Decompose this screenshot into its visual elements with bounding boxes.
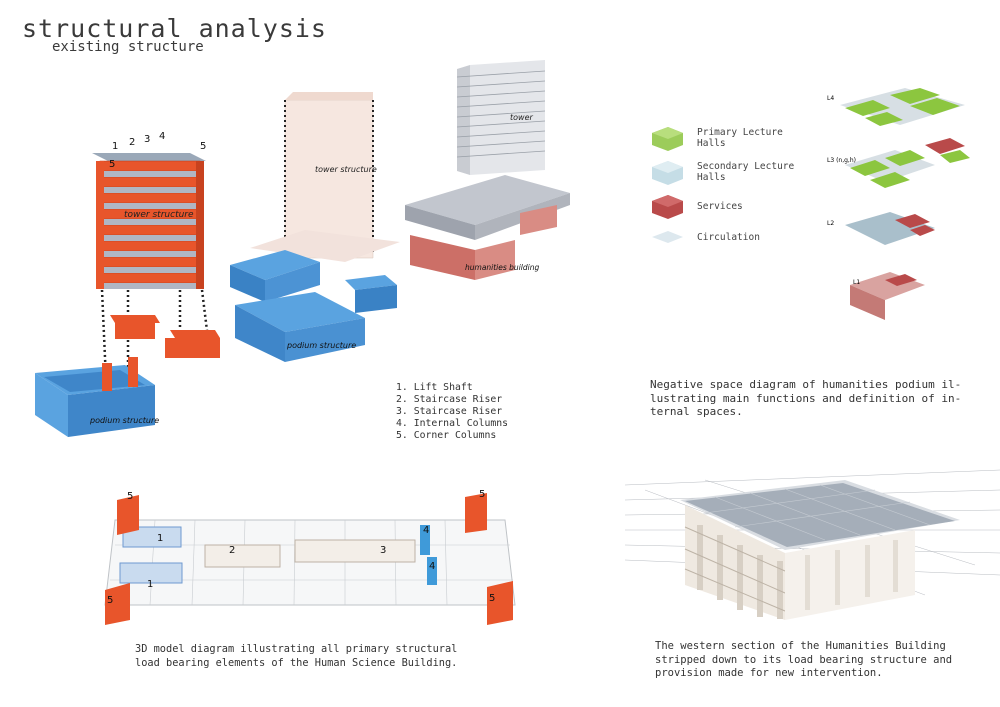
level-3 <box>845 138 970 188</box>
page-subtitle: existing structure <box>52 39 204 55</box>
exploded-tower-diagram: tower structure 1 2 3 4 5 5 podium struc… <box>35 131 220 437</box>
western-section-caption: The western section of the Humanities Bu… <box>655 640 953 679</box>
tower-render-label: tower <box>510 113 533 122</box>
humanities-building-label: humanities building <box>465 263 539 272</box>
structural-element-list: 1. Lift Shaft 2. Staircase Riser 3. Stai… <box>396 382 508 442</box>
mass-diagram: tower structure podium structure <box>230 92 400 362</box>
lift-shafts <box>119 526 183 584</box>
element-numbers: 1 2 3 4 5 5 <box>109 131 206 170</box>
legend-item-circulation: Circulation <box>650 227 794 247</box>
level-diagrams: L4 L3 (n,g,h) L2 L1 <box>827 88 970 320</box>
level-2 <box>845 212 935 245</box>
list-item: 2. Staircase Riser <box>396 394 503 405</box>
svg-text:5: 5 <box>479 489 485 500</box>
svg-text:L3 (n,g,h): L3 (n,g,h) <box>827 157 856 164</box>
svg-text:4: 4 <box>159 131 165 142</box>
svg-text:5: 5 <box>127 491 133 502</box>
svg-text:2: 2 <box>129 137 135 148</box>
model-3d-caption: 3D model diagram illustrating all primar… <box>135 643 458 669</box>
legend-item-primary: Primary Lecture Halls <box>650 125 794 151</box>
staircase-risers <box>204 539 416 568</box>
legend: Primary Lecture Halls Secondary Lecture … <box>650 125 794 247</box>
tower-floors <box>92 153 206 289</box>
level-1 <box>850 272 925 320</box>
plan-3d-diagram: 5 5 5 5 1 1 2 3 4 4 <box>104 489 516 625</box>
level-4 <box>840 88 965 126</box>
negative-space-caption: Negative space diagram of humanities pod… <box>650 378 962 418</box>
svg-text:4: 4 <box>423 525 429 536</box>
list-item: 1. Lift Shaft <box>396 382 473 393</box>
svg-text:5: 5 <box>107 595 113 606</box>
svg-text:L1: L1 <box>853 279 860 286</box>
podium-structure-label: podium structure <box>89 416 159 425</box>
podium-box <box>35 357 155 437</box>
svg-text:5: 5 <box>489 593 495 604</box>
svg-text:4: 4 <box>429 561 435 572</box>
corner-columns <box>105 493 513 625</box>
podium-mass-label: podium structure <box>286 341 356 350</box>
western-section-render <box>625 469 1000 620</box>
core-pieces <box>110 315 220 358</box>
svg-text:5: 5 <box>109 159 115 170</box>
svg-text:5: 5 <box>200 141 206 152</box>
tower-mass-label: tower structure <box>315 165 377 174</box>
legend-item-secondary: Secondary Lecture Halls <box>650 159 794 185</box>
internal-columns <box>420 525 437 585</box>
list-item: 3. Staircase Riser <box>396 406 503 417</box>
svg-text:1: 1 <box>157 533 163 544</box>
building-render: tower humanities building <box>405 60 570 280</box>
page-title: structural analysis <box>22 14 327 43</box>
svg-text:L2: L2 <box>827 220 834 227</box>
svg-text:3: 3 <box>144 134 150 145</box>
svg-text:1: 1 <box>112 141 118 152</box>
svg-text:L4: L4 <box>827 95 834 102</box>
list-item: 4. Internal Columns <box>396 418 509 429</box>
legend-item-services: Services <box>650 193 794 219</box>
svg-text:2: 2 <box>229 545 235 556</box>
tower-structure-label: tower structure <box>124 210 194 220</box>
svg-text:3: 3 <box>380 545 386 556</box>
svg-text:1: 1 <box>147 579 153 590</box>
list-item: 5. Corner Columns <box>396 430 497 441</box>
